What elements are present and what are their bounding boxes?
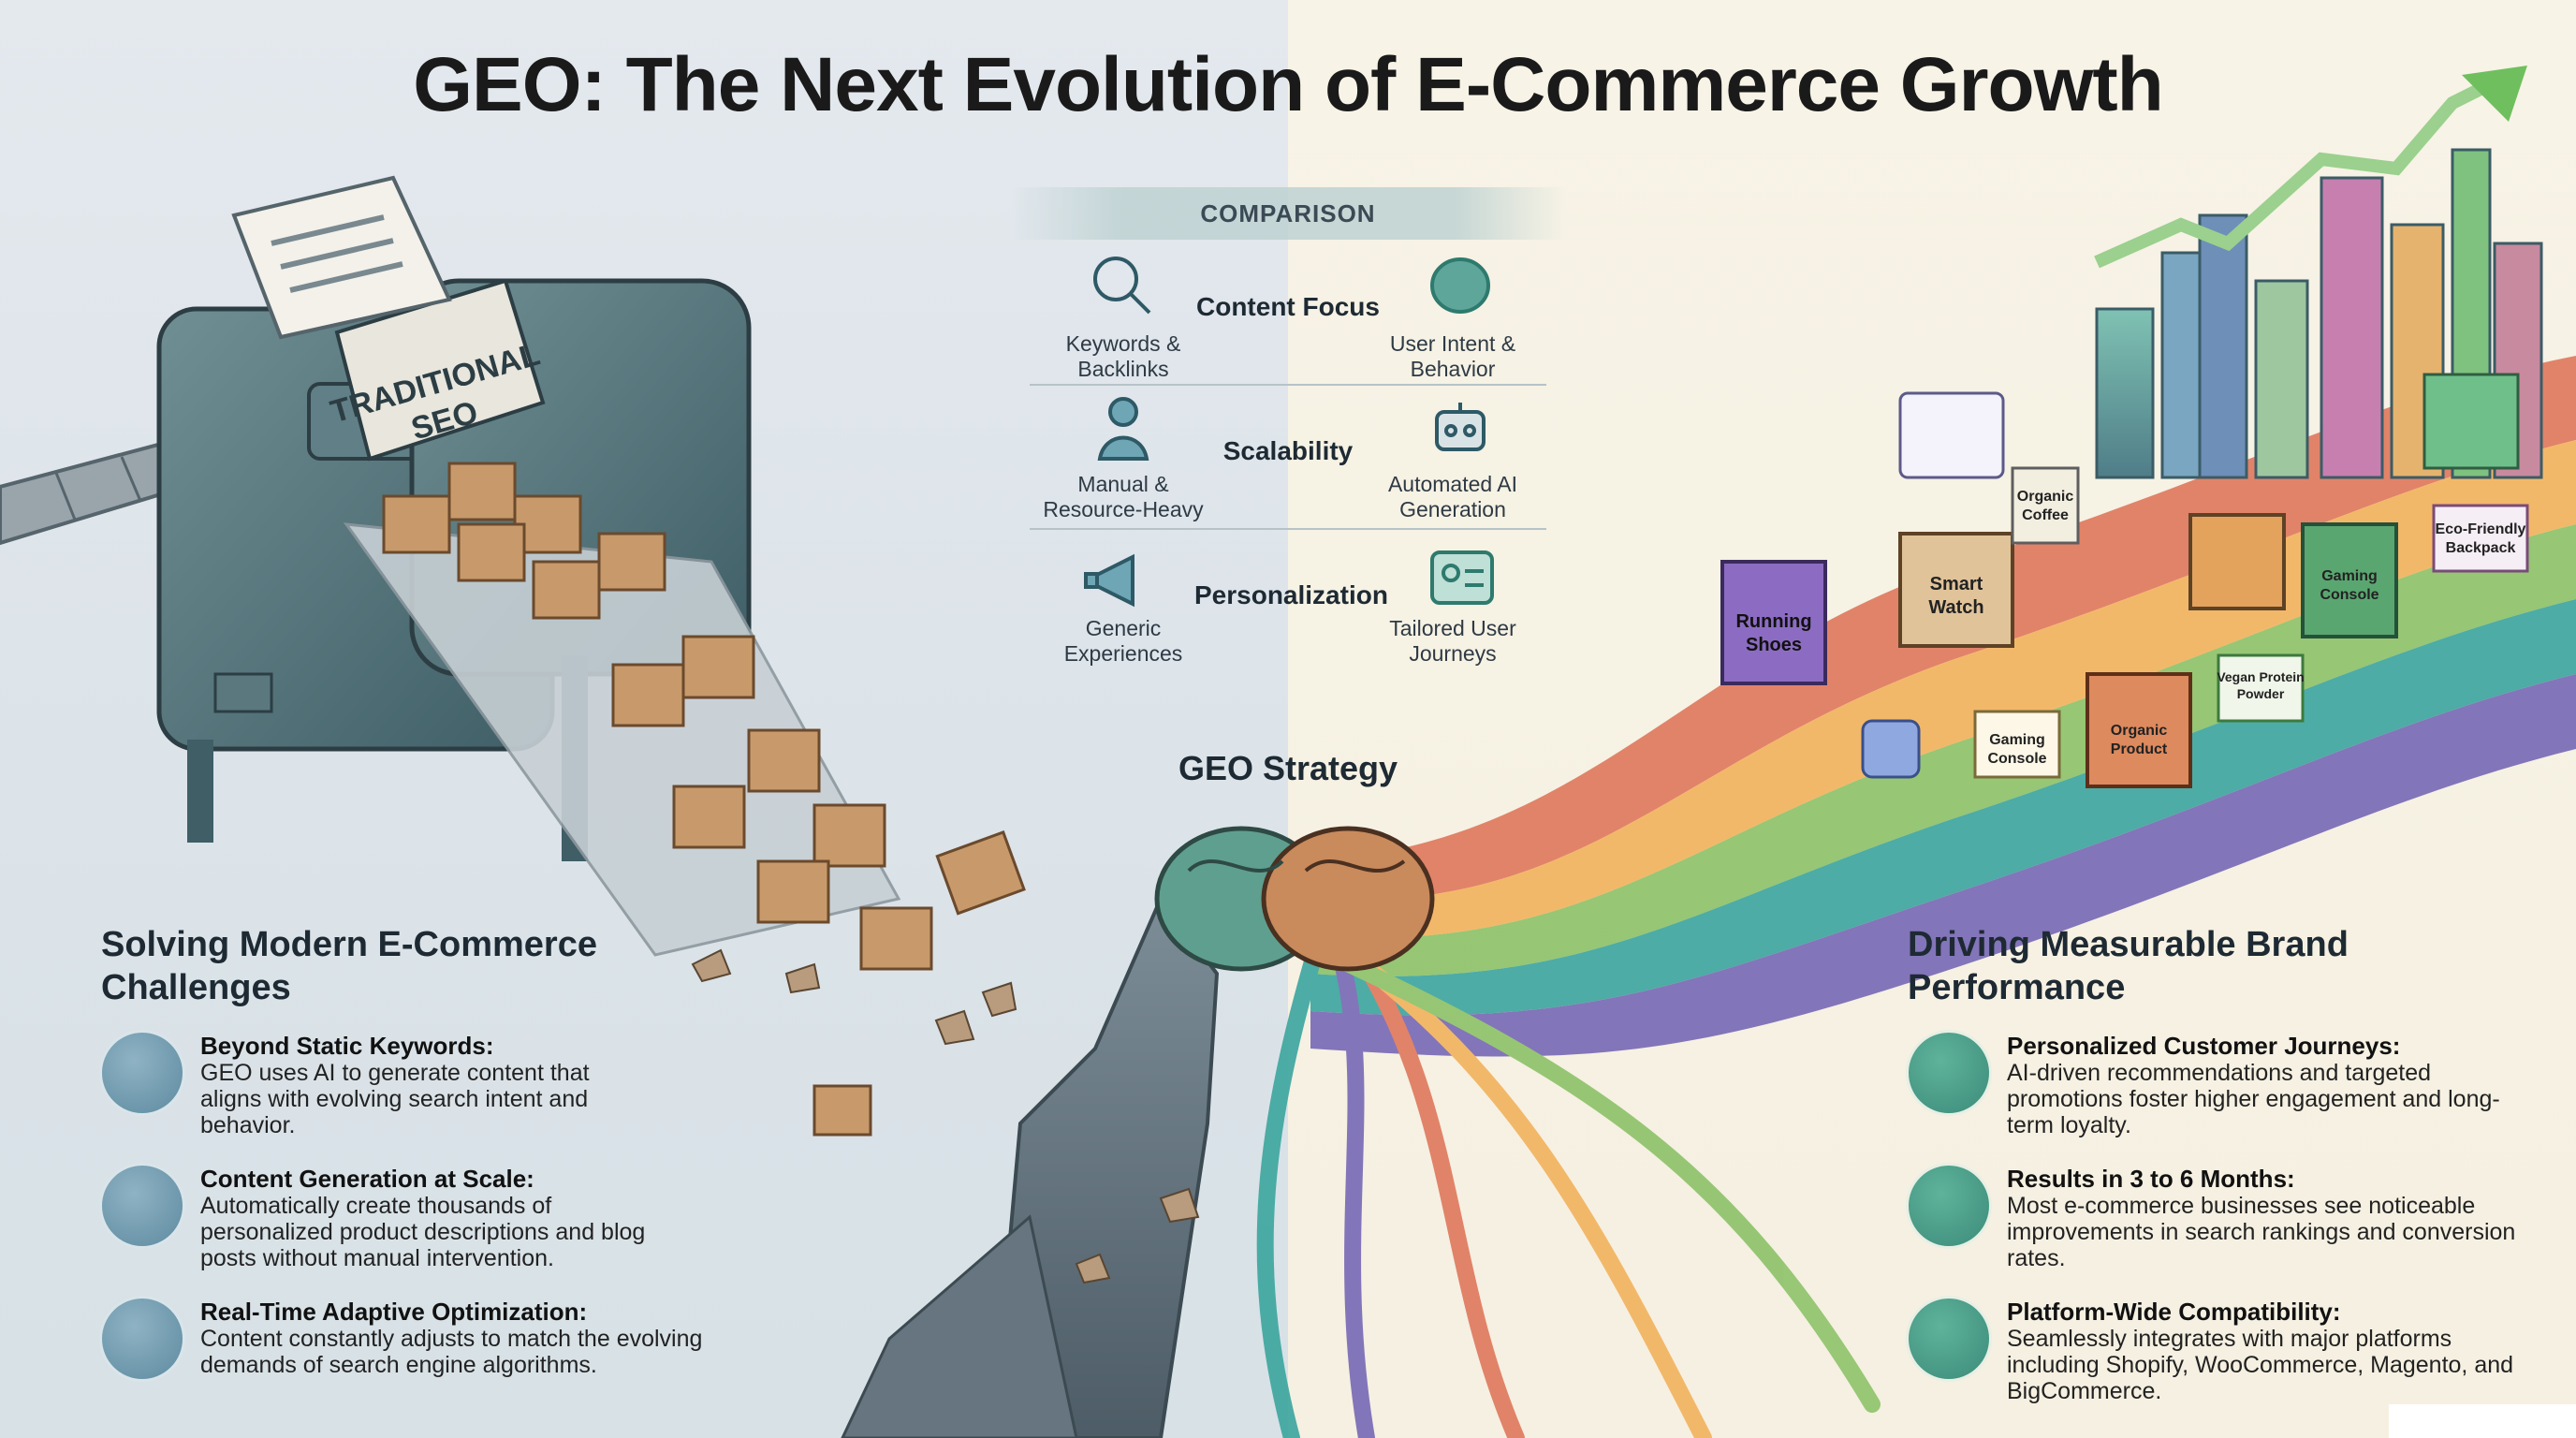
comparison-right-cell: Automated AI Generation	[1359, 389, 1546, 522]
feature-description: Seamlessly integrates with major platfor…	[2007, 1326, 2514, 1404]
comparison-row-content-focus: Keywords & Backlinks Content Focus User …	[1030, 245, 1546, 386]
feature-title: Content Generation at Scale:	[200, 1165, 534, 1193]
brain	[1154, 826, 1435, 972]
svg-text:Watch: Watch	[1928, 597, 1983, 618]
comparison-left-label: Manual & Resource-Heavy	[1043, 472, 1204, 521]
box-stream	[343, 462, 1026, 1137]
svg-text:Gaming: Gaming	[2321, 568, 2378, 584]
comparison-row-scalability: Manual & Resource-Heavy Scalability Auto…	[1030, 389, 1546, 530]
svg-text:Product: Product	[2111, 741, 2168, 757]
svg-text:Powder: Powder	[2237, 686, 2285, 701]
left-section-heading: Solving Modern E-Commerce Challenges	[101, 925, 597, 1007]
feature-title: Real-Time Adaptive Optimization:	[200, 1298, 588, 1326]
comparison-right-label: Tailored User Journeys	[1389, 616, 1516, 666]
feature-description: AI-driven recommendations and targeted p…	[2007, 1060, 2500, 1138]
feature-description: GEO uses AI to generate content that ali…	[200, 1060, 590, 1138]
svg-text:Vegan Protein: Vegan Protein	[2217, 669, 2304, 684]
page-title: GEO: The Next Evolution of E-Commerce Gr…	[413, 42, 2164, 127]
feature-title: Platform-Wide Compatibility:	[2007, 1298, 2341, 1326]
comparison-criterion: Personalization	[1194, 580, 1388, 609]
svg-text:Eco-Friendly: Eco-Friendly	[2436, 521, 2526, 537]
brain-icon	[1430, 257, 1490, 314]
feature-description: Content constantly adjusts to match the …	[200, 1326, 703, 1378]
svg-text:Organic: Organic	[2017, 489, 2074, 505]
comparison-divider	[1030, 384, 1546, 386]
comparison-criterion: Scalability	[1222, 436, 1354, 465]
magnifier-icon	[1093, 257, 1151, 315]
robot-icon	[1435, 403, 1486, 451]
gears-icon-circle	[99, 1296, 185, 1382]
globe-icon-circle	[1906, 1296, 1992, 1382]
feature-title: Results in 3 to 6 Months:	[2007, 1165, 2295, 1193]
comparison-left-label: Keywords & Backlinks	[1065, 331, 1181, 381]
heart-pulse-icon-circle	[1906, 1030, 1992, 1116]
feature-title: Beyond Static Keywords:	[200, 1032, 494, 1060]
svg-text:Console: Console	[1987, 751, 2046, 767]
svg-text:Backpack: Backpack	[2446, 540, 2516, 556]
comparison-left-label: Generic Experiences	[1063, 616, 1183, 666]
comparison-left-cell: Generic Experiences	[1030, 534, 1217, 667]
crumbling-cliff	[691, 895, 1220, 1438]
comparison-left-cell: Keywords & Backlinks	[1030, 245, 1217, 382]
corner-patch	[2389, 1404, 2576, 1438]
lock-icon-circle	[99, 1030, 185, 1116]
comparison-right-label: User Intent & Behavior	[1389, 331, 1516, 381]
feature-description: Automatically create thousands of person…	[200, 1193, 646, 1271]
comparison-right-cell: User Intent & Behavior	[1359, 245, 1546, 382]
svg-text:Organic: Organic	[2111, 723, 2168, 739]
profile-card-icon	[1430, 550, 1494, 605]
person-icon	[1097, 397, 1149, 461]
comparison-header: COMPARISON	[1011, 187, 1565, 240]
comparison-row-personalization: Generic Experiences Personalization Tail…	[1030, 534, 1546, 674]
geo-strategy-label: GEO Strategy	[1178, 749, 1398, 787]
rocket-icon-circle	[1906, 1163, 1992, 1249]
svg-text:Shoes: Shoes	[1746, 635, 1802, 655]
megaphone-icon	[1084, 553, 1134, 608]
comparison-right-cell: Tailored User Journeys	[1359, 534, 1546, 667]
comparison-right-label: Automated AI Generation	[1387, 472, 1518, 521]
feature-title: Personalized Customer Journeys:	[2007, 1032, 2401, 1060]
feature-description: Most e-commerce businesses see noticeabl…	[2007, 1193, 2516, 1271]
svg-text:Running: Running	[1735, 611, 1811, 632]
svg-text:Coffee: Coffee	[2022, 507, 2069, 523]
svg-text:Smart: Smart	[1930, 574, 1983, 594]
comparison-criterion: Content Focus	[1196, 292, 1380, 321]
svg-text:Gaming: Gaming	[1989, 732, 2045, 748]
hourglass-icon-circle	[99, 1163, 185, 1249]
comparison-left-cell: Manual & Resource-Heavy	[1030, 389, 1217, 522]
comparison-icons	[1084, 257, 1494, 608]
comparison-divider	[1030, 528, 1546, 530]
svg-text:Console: Console	[2320, 587, 2378, 603]
right-section-heading: Driving Measurable Brand Performance	[1908, 925, 2349, 1007]
